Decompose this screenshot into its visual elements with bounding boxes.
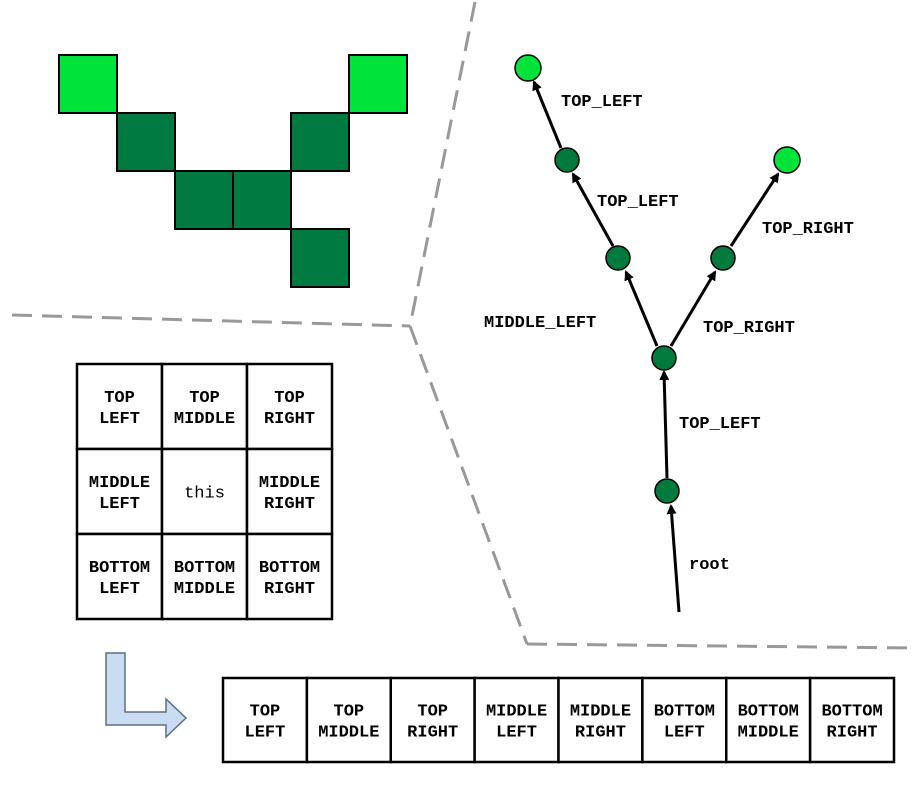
- grid-cell: [75, 532, 164, 621]
- grid-cell-label: this: [184, 485, 225, 504]
- tree-edge-n2-right: [669, 270, 717, 347]
- tree-node-n1: [654, 478, 680, 504]
- tree-edge-n1-n2: [659, 370, 670, 479]
- grid-cell: [245, 447, 334, 536]
- grid-cell: [160, 362, 249, 451]
- pattern-cell-dark: [174, 170, 234, 230]
- divider-upper-diagonal: [408, 1, 477, 327]
- pattern-cell-dark: [116, 112, 176, 172]
- tree-leaf-top-left: [514, 54, 542, 82]
- label-root: root: [689, 556, 730, 575]
- tree: root TOP_LEFT MIDDLE_LEFT TOP_RIGHT TOP_…: [484, 54, 854, 613]
- divider-left-horizontal: [11, 313, 411, 328]
- pattern-cell-dark: [232, 170, 292, 230]
- divider-lower-diagonal: [408, 325, 529, 645]
- tree-node-n2: [651, 345, 677, 371]
- tree-node-n4: [554, 147, 580, 173]
- tree-node-right: [710, 245, 736, 271]
- dividers: [11, 1, 916, 650]
- tree-node-left: [605, 245, 631, 271]
- divider-bottom-horizontal: [526, 642, 916, 650]
- pattern-cell-light: [348, 54, 408, 114]
- tree-leaf-top-right: [773, 146, 801, 174]
- label-edge-right-to-leaf: TOP_RIGHT: [762, 220, 854, 239]
- label-edge-left-to-n4: TOP_LEFT: [597, 193, 679, 212]
- label-edge-root-to-n2: TOP_LEFT: [679, 415, 761, 434]
- tree-edge-root: [666, 504, 681, 613]
- tree-edge-left-n4: [571, 172, 615, 247]
- grid-cell: [75, 362, 164, 451]
- pattern-cell-light: [58, 54, 118, 114]
- grid-cell: [245, 362, 334, 451]
- pattern-cell-dark: [290, 228, 350, 288]
- sequence-cell: [808, 676, 896, 764]
- sequence-cell: [221, 676, 309, 764]
- tree-edge-n2-left: [624, 270, 659, 347]
- tree-edge-n4-leaf: [532, 80, 563, 149]
- conversion-arrow-icon: [105, 652, 188, 739]
- tree-edge-right-leaf: [729, 172, 780, 247]
- grid-cell: [160, 532, 249, 621]
- sequence-cell: [305, 676, 392, 764]
- sequence-cell: [641, 676, 728, 764]
- label-edge-n2-to-left: MIDDLE_LEFT: [484, 314, 596, 333]
- label-edge-n2-to-right: TOP_RIGHT: [703, 319, 795, 338]
- pattern-cell-dark: [290, 112, 350, 172]
- sequence-cell: [725, 676, 812, 764]
- label-edge-n4-to-leaf: TOP_LEFT: [561, 93, 643, 112]
- green-pattern: [58, 54, 408, 288]
- grid-cell: [245, 532, 334, 621]
- sequence-cell: [473, 676, 560, 764]
